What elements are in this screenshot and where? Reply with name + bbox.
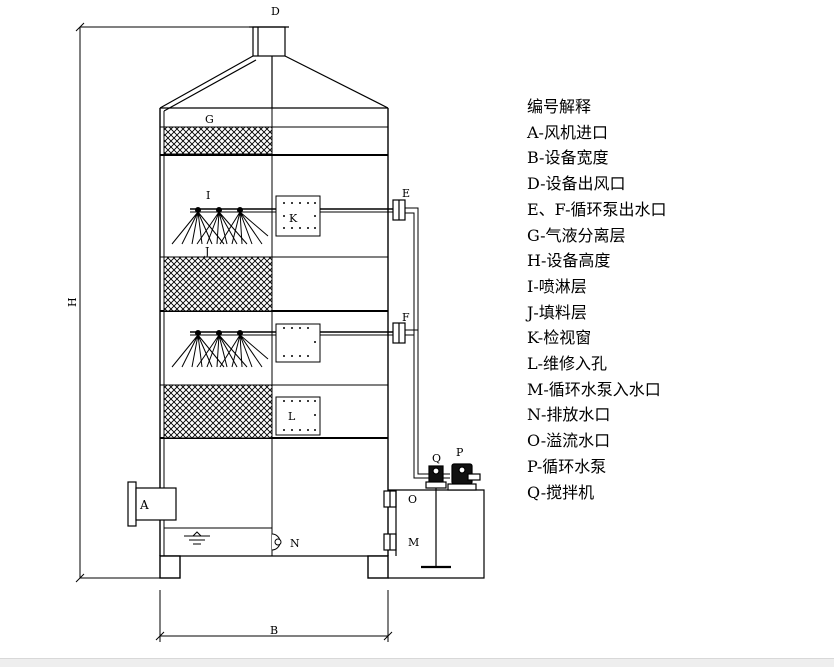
circulation-pump-p	[447, 463, 481, 491]
packing-layer-upper	[163, 256, 273, 312]
legend-item: M-循环水泵入水口	[527, 379, 661, 399]
legend-item: L-维修入孔	[527, 354, 608, 374]
overflow-flange-o	[383, 490, 397, 508]
tower-legs	[159, 555, 389, 579]
legend-item: O-溢流水口	[527, 431, 611, 451]
bottom-water-tank	[164, 527, 272, 545]
label-o: O	[408, 493, 417, 506]
inlet-flange-m	[383, 533, 397, 551]
label-q: Q	[432, 452, 441, 465]
top-outlet-d	[249, 26, 289, 57]
bottom-border	[0, 658, 834, 667]
demister-layer-g	[163, 126, 273, 155]
packing-layer-lower	[163, 384, 273, 439]
outlet-flange-f	[392, 322, 406, 344]
legend-item: H-设备高度	[527, 251, 611, 271]
circulation-pipe	[405, 207, 450, 479]
tower-roof	[159, 55, 389, 112]
label-j: J	[204, 245, 209, 258]
label-i: I	[206, 189, 210, 202]
legend-item: B-设备宽度	[527, 148, 609, 168]
legend-item: J-填料层	[527, 302, 587, 322]
label-a: A	[139, 498, 149, 512]
outlet-flange-e	[392, 199, 406, 221]
legend-item: D-设备出风口	[527, 174, 626, 194]
label-m: M	[408, 536, 419, 549]
legend-item: N-排放水口	[527, 405, 611, 425]
fan-inlet-a	[127, 481, 177, 527]
label-p: P	[456, 446, 464, 459]
legend-item: E、F-循环泵出水口	[527, 199, 667, 219]
maintenance-manhole-l	[275, 396, 321, 436]
drain-outlet-n	[271, 533, 282, 551]
label-f: F	[402, 311, 410, 324]
label-g: G	[205, 113, 214, 126]
manhole-dots	[283, 400, 316, 431]
inspection-window-k-upper	[275, 195, 321, 237]
label-b: B	[270, 624, 278, 637]
legend-item: I-喷淋层	[527, 276, 587, 296]
label-e: E	[402, 187, 410, 200]
height-dimension	[75, 22, 255, 583]
mixer-q	[421, 465, 451, 569]
inspection-window-dots-mid	[283, 327, 316, 357]
legend-item: G-气液分离层	[527, 225, 626, 245]
inspection-window-dots-upper	[283, 202, 316, 229]
label-n: N	[290, 537, 300, 550]
legend-item: K-检视窗	[527, 328, 592, 348]
label-k: K	[289, 212, 298, 225]
legend-item: A-风机进口	[527, 122, 608, 142]
legend-item: Q-搅拌机	[527, 482, 595, 502]
legend-list: 编号解释 A-风机进口 B-设备宽度 D-设备出风口 E、F-循环泵出水口 G-…	[527, 94, 666, 505]
label-d: D	[271, 5, 280, 18]
legend-title: 编号解释	[527, 97, 592, 116]
label-l: L	[288, 410, 296, 423]
width-dimension	[155, 590, 393, 642]
inspection-window-mid	[275, 323, 321, 363]
legend-item: P-循环水泵	[527, 456, 607, 476]
label-h: H	[66, 297, 79, 307]
